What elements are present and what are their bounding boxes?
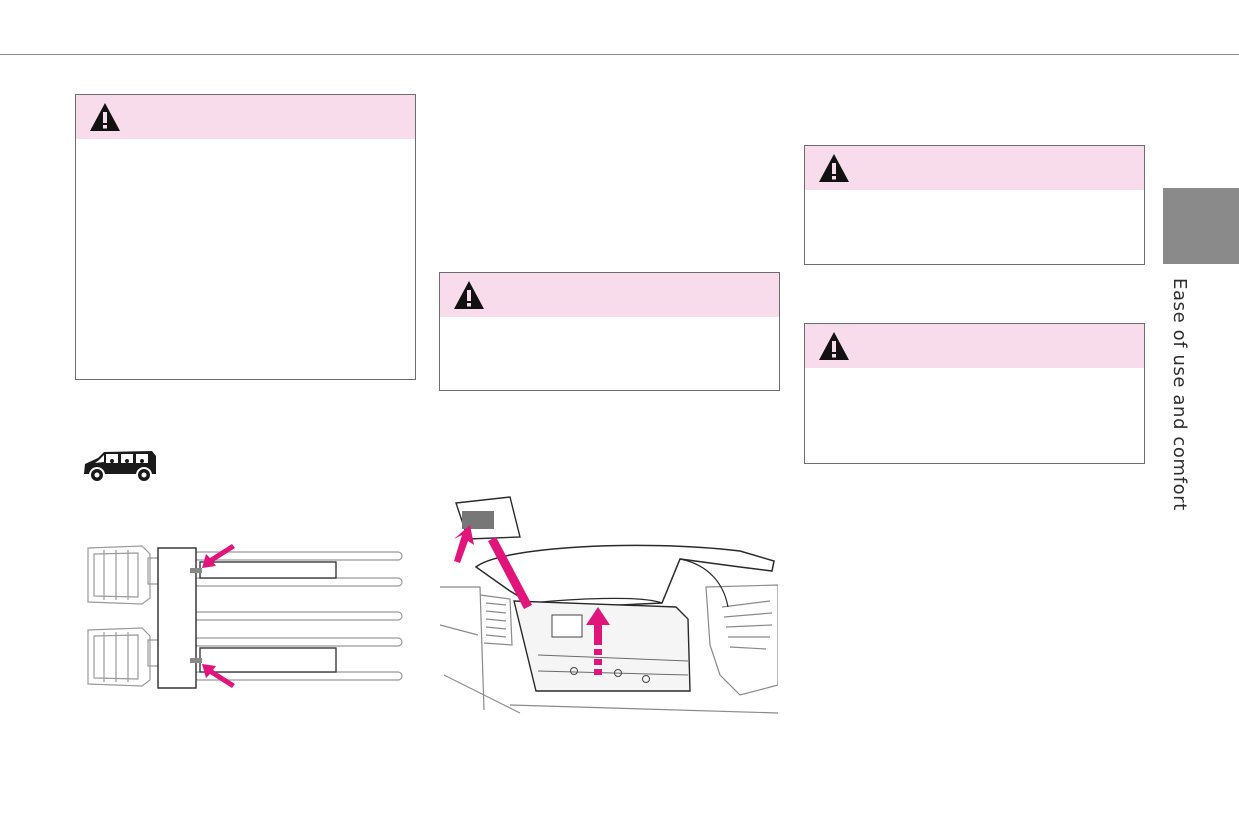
warning-triangle-icon [819, 332, 849, 360]
warning-header [440, 273, 779, 317]
header-rule [0, 54, 1239, 55]
warning-header [76, 95, 415, 139]
van-icon [84, 451, 156, 483]
warning-triangle-icon [454, 281, 484, 309]
warning-box-4 [804, 323, 1145, 464]
warning-header [805, 324, 1144, 368]
warning-box-2 [439, 272, 780, 391]
glovebox-illustration [440, 496, 778, 714]
warning-box-1 [75, 94, 416, 380]
chapter-tab-label: Ease of use and comfort [1169, 278, 1190, 511]
warning-header [805, 146, 1144, 190]
warning-triangle-icon [819, 154, 849, 182]
chapter-tab-marker [1163, 188, 1239, 264]
seat-rails-illustration [87, 544, 403, 689]
warning-box-3 [804, 145, 1145, 265]
warning-triangle-icon [90, 103, 120, 131]
